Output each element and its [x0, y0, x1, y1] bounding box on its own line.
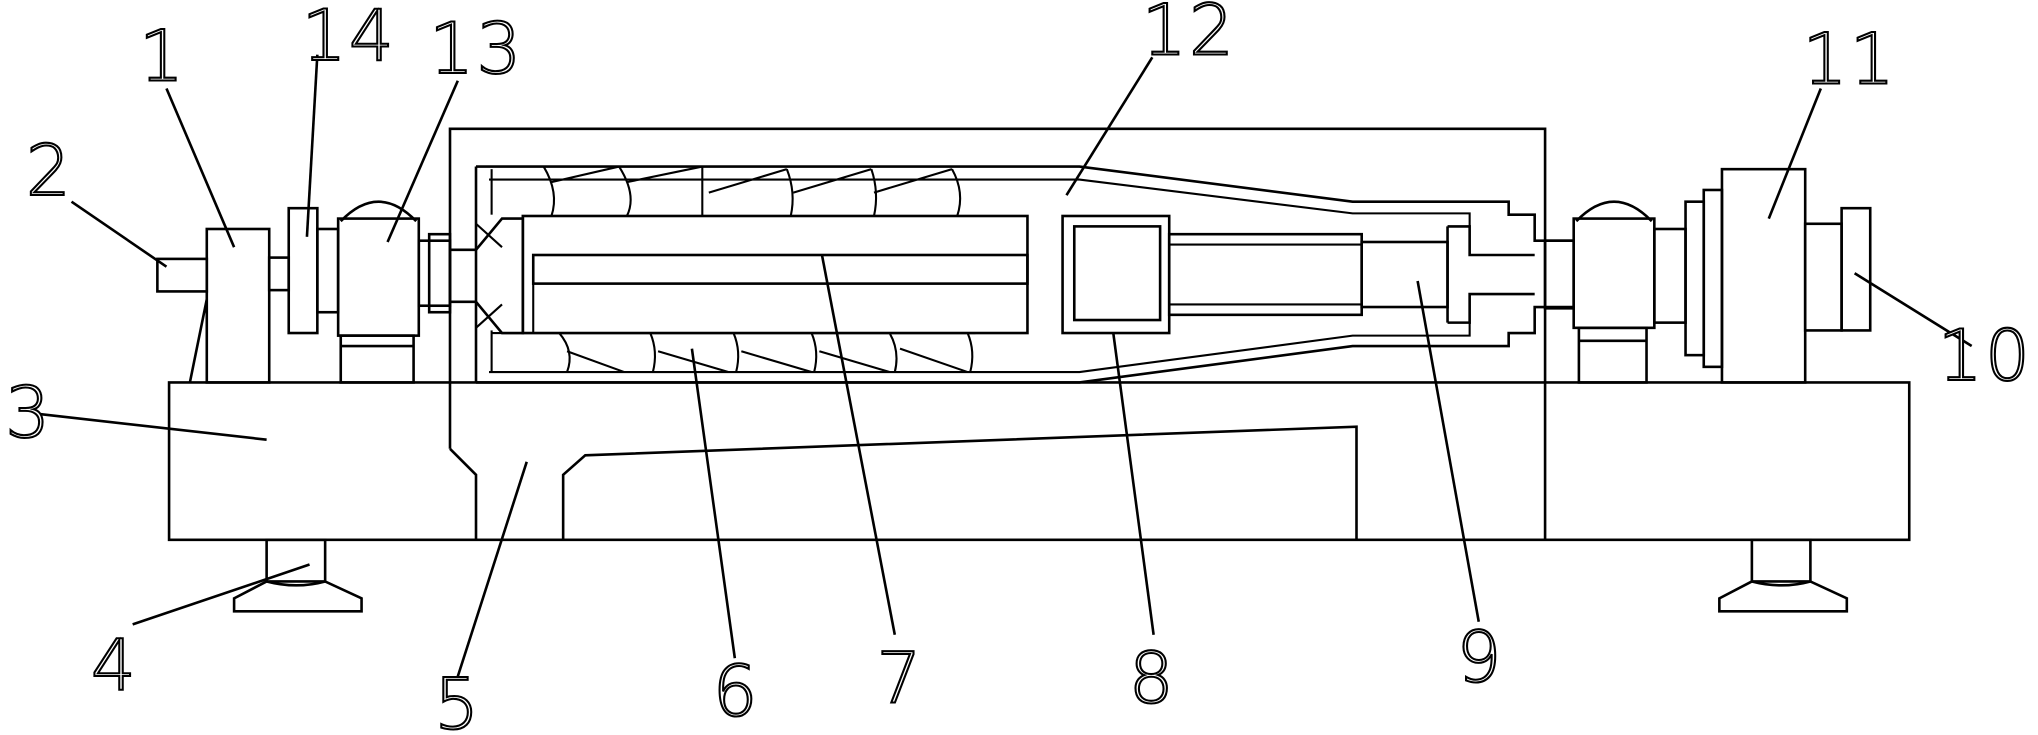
- differential-shaft: [1167, 225, 1535, 324]
- feed-tube: [449, 214, 1029, 335]
- leader-12: [1065, 56, 1154, 196]
- label-5: 5: [434, 663, 481, 735]
- label-12: 12: [1142, 0, 1237, 72]
- label-4: 4: [91, 624, 138, 706]
- screw-conveyor: [490, 165, 976, 374]
- label-13: 13: [429, 8, 524, 90]
- right-drive-assembly: [1543, 167, 1872, 384]
- leader-8: [1112, 332, 1155, 635]
- pusher-block: [1061, 214, 1171, 335]
- base-frame: [167, 381, 1911, 542]
- left-drive-assembly: [156, 200, 452, 384]
- leader-2: [70, 200, 168, 268]
- label-1: 1: [139, 16, 186, 98]
- leader-lines: [36, 54, 1973, 677]
- leader-6: [690, 348, 737, 659]
- left-foot: [232, 538, 363, 613]
- label-7: 7: [877, 637, 924, 719]
- leader-10: [1853, 272, 1973, 348]
- label-6: 6: [713, 650, 760, 732]
- leader-7: [820, 254, 897, 636]
- leader-11: [1767, 88, 1823, 220]
- label-8: 8: [1129, 637, 1176, 719]
- leader-13: [386, 80, 459, 243]
- right-foot: [1718, 538, 1849, 613]
- leader-3: [36, 412, 267, 441]
- discharge-outlet: [449, 425, 1358, 540]
- label-11: 11: [1803, 18, 1898, 100]
- leader-9: [1416, 280, 1481, 622]
- part-number-labels: 1 2 3 4 5 6 7 8 9 10 11 12 13 14: [4, 0, 2033, 735]
- leader-5: [456, 461, 528, 677]
- drum-bowl: [474, 165, 1574, 384]
- label-3: 3: [5, 372, 52, 454]
- label-10: 10: [1938, 315, 2033, 397]
- label-9: 9: [1457, 617, 1504, 699]
- label-2: 2: [26, 130, 73, 212]
- label-14: 14: [302, 0, 397, 77]
- leader-1: [165, 88, 236, 248]
- leader-4: [132, 563, 310, 626]
- leader-14: [305, 54, 319, 237]
